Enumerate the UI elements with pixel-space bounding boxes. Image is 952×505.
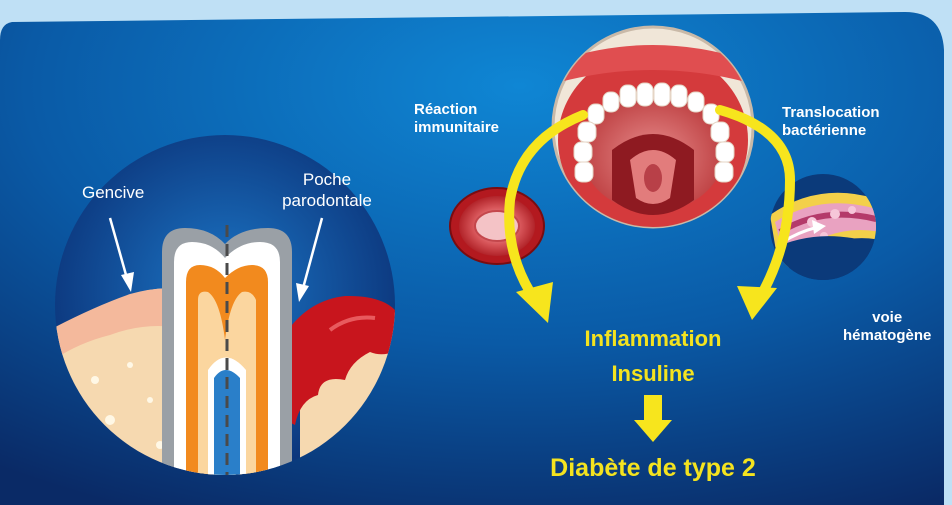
mouth-illustration bbox=[553, 27, 753, 230]
label-inflammation: Inflammation bbox=[553, 326, 753, 353]
label-poche-line2: parodontale bbox=[272, 191, 382, 212]
label-poche-parodontale: Poche parodontale bbox=[272, 170, 382, 211]
label-voie-line1: voie bbox=[843, 309, 931, 327]
label-diabete-type-2: Diabète de type 2 bbox=[513, 453, 793, 484]
label-voie-hematogene: voie hématogène bbox=[843, 309, 931, 346]
label-reaction-immunitaire: Réaction immunitaire bbox=[414, 101, 499, 138]
label-reaction-line1: Réaction bbox=[414, 101, 499, 119]
label-translocation-line1: Translocation bbox=[782, 104, 880, 122]
label-translocation-bacterienne: Translocation bactérienne bbox=[782, 104, 880, 141]
label-reaction-line2: immunitaire bbox=[414, 119, 499, 137]
label-gencive: Gencive bbox=[82, 183, 144, 204]
label-poche-line1: Poche bbox=[272, 170, 382, 191]
immune-lesion bbox=[450, 188, 544, 264]
label-translocation-line2: bactérienne bbox=[782, 122, 880, 140]
label-voie-line2: hématogène bbox=[843, 327, 931, 345]
label-insuline: Insuline bbox=[553, 361, 753, 388]
